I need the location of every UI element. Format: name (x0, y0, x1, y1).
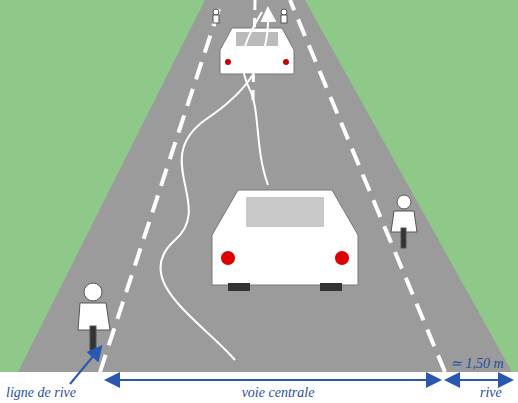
central-lane-label: voie centrale (239, 386, 318, 400)
edge-line-label: ligne de rive (6, 386, 76, 400)
width-dimension: ≃ 1,50 m (450, 357, 504, 371)
leader-and-dimensions (70, 348, 510, 384)
edge-lines (100, 0, 445, 372)
road (18, 0, 512, 372)
grass (0, 0, 518, 372)
car-near (212, 190, 358, 291)
cyclists (78, 9, 417, 352)
overtaking-arrows (160, 12, 268, 360)
shoulder-label: rive (480, 386, 502, 400)
